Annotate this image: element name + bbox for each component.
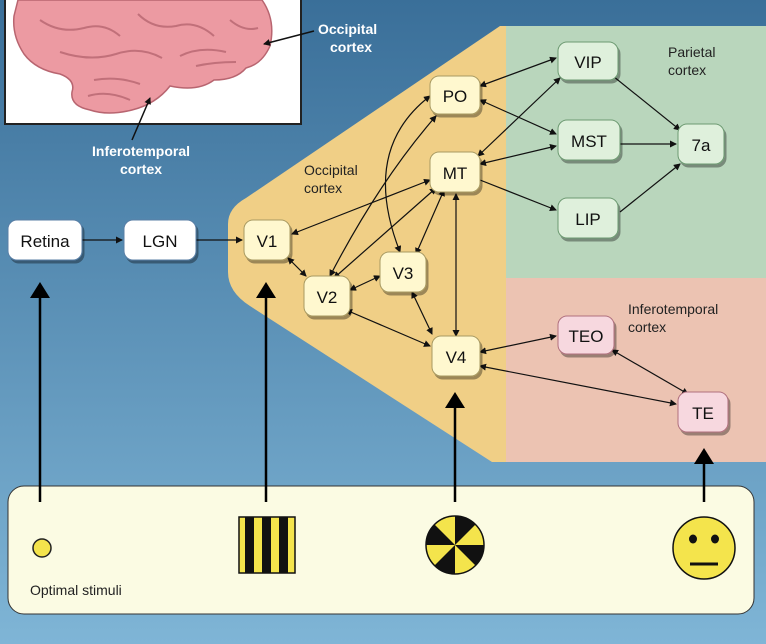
parietal-region <box>506 26 766 278</box>
brain-inferotemporal-label-line1: Inferotemporal <box>92 143 190 159</box>
arrow-teo-te <box>611 349 689 395</box>
node-v2: V2 <box>303 275 351 317</box>
arrow-v2-v4 <box>345 309 431 347</box>
node-mst-label: MST <box>571 132 607 151</box>
node-mt: MT <box>429 151 481 193</box>
arrow-mt-vip <box>477 77 561 157</box>
radial-checkerboard-stimulus-icon <box>425 515 485 575</box>
node-v1-label: V1 <box>257 232 278 251</box>
node-po-label: PO <box>443 87 468 106</box>
node-mt-label: MT <box>443 164 468 183</box>
occipital-region-label-line2: cortex <box>304 180 342 196</box>
arrow-v3-mt <box>415 189 445 255</box>
node-lip-label: LIP <box>575 210 601 229</box>
node-v4-label: V4 <box>446 348 467 367</box>
node-lip: LIP <box>557 197 619 239</box>
spot-stimulus-icon <box>32 538 52 558</box>
node-teo: TEO <box>557 315 615 355</box>
arrow-v3-v4 <box>411 291 433 335</box>
node-teo-label: TEO <box>569 327 604 346</box>
connections <box>82 56 689 407</box>
node-vip: VIP <box>557 41 619 81</box>
node-v3: V3 <box>379 251 427 293</box>
node-retina-label: Retina <box>20 232 70 251</box>
parietal-region-label-line1: Parietal <box>668 44 715 60</box>
node-lgn-label: LGN <box>143 232 178 251</box>
brain-inferotemporal-label-line2: cortex <box>120 161 162 177</box>
node-mst: MST <box>557 119 621 161</box>
occipital-pointer-arrow <box>263 30 315 46</box>
arrow-v1-v2 <box>287 257 307 277</box>
face-stimulus-icon <box>672 516 736 580</box>
node-v1: V1 <box>243 219 291 261</box>
node-retina: Retina <box>7 219 83 261</box>
node-7a-label: 7a <box>692 136 711 155</box>
stimuli-panel <box>7 485 755 615</box>
node-v3-label: V3 <box>393 264 414 283</box>
node-7a: 7a <box>677 123 725 165</box>
arrow-mt-lip <box>479 179 557 212</box>
inferotemporal-region-label-line1: Inferotemporal <box>628 301 718 317</box>
inferotemporal-region-label-line2: cortex <box>628 319 666 335</box>
node-lgn: LGN <box>123 219 197 261</box>
brain-sulci <box>39 13 259 85</box>
node-po: PO <box>429 75 481 115</box>
inferotemporal-pointer-arrow <box>131 97 151 141</box>
brain-sulci-lower <box>87 61 237 101</box>
node-vip-label: VIP <box>574 53 601 72</box>
brain-occipital-label-line2: cortex <box>330 39 372 55</box>
node-v4: V4 <box>431 335 481 377</box>
node-te-label: TE <box>692 404 714 423</box>
arrow-v4-teo <box>479 333 557 355</box>
node-v2-label: V2 <box>317 288 338 307</box>
bar-grating-stimulus-icon <box>238 516 296 574</box>
parietal-region-label-line2: cortex <box>668 62 706 78</box>
node-te: TE <box>677 391 729 433</box>
brain-occipital-label-line1: Occipital <box>318 21 377 37</box>
occipital-region-label-line1: Occipital <box>304 162 358 178</box>
arrow-lip-7a <box>619 163 681 213</box>
arrow-v4-te <box>479 363 677 407</box>
brain-inset <box>4 0 302 125</box>
arrow-mt-mst <box>479 143 557 167</box>
arrow-v3-po <box>384 95 431 253</box>
stimuli-caption: Optimal stimuli <box>30 582 122 598</box>
